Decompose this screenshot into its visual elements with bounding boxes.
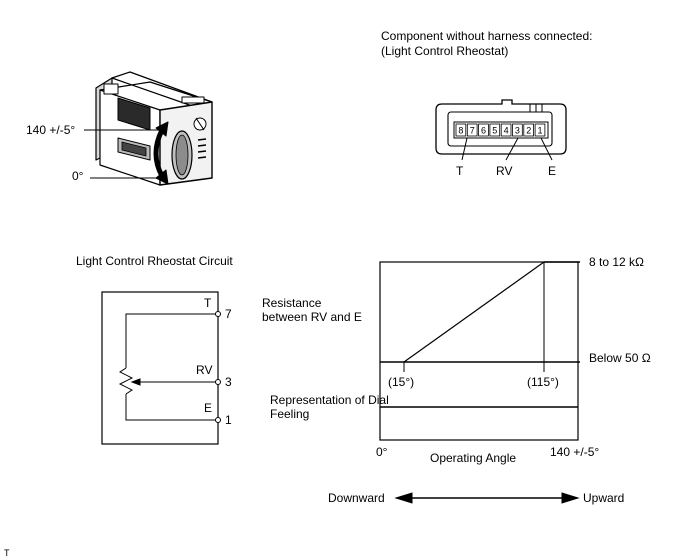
circuit-terminal-e: E [204, 401, 212, 415]
connector-pin-cell [512, 123, 523, 137]
x-axis-label: Operating Angle [430, 451, 516, 465]
low-value-label: Below 50 Ω [589, 351, 651, 365]
circuit-pin-rv: 3 [225, 375, 232, 389]
resistance-label-line2: between RV and E [262, 310, 362, 324]
connector-pin-cell [455, 123, 467, 137]
circuit-title: Light Control Rheostat Circuit [76, 254, 233, 268]
connector-title-line2: (Light Control Rheostat) [381, 44, 508, 58]
circuit-pin-t: 7 [225, 307, 232, 321]
connector-pin-number: 1 [537, 126, 542, 136]
terminal-label-t: T [456, 164, 464, 178]
rheostat-illustration [95, 71, 213, 186]
graph-area [379, 261, 580, 441]
connector-title-line1: Component without harness connected: [381, 29, 592, 43]
angle-15-label: (15°) [388, 375, 414, 389]
terminal-t-leader [461, 137, 468, 161]
corner-mark: T [4, 548, 10, 558]
terminal-label-rv: RV [496, 164, 512, 178]
terminal-label-e: E [548, 164, 556, 178]
angle-max-label: 140 +/-5° [26, 123, 75, 137]
connector-pin-cell [489, 123, 501, 137]
circuit-terminal-rv: RV [196, 363, 212, 377]
connector-pin-number: 8 [458, 126, 463, 136]
connector-pin-number: 3 [515, 126, 520, 136]
x-start-label: 0° [376, 445, 388, 459]
connector-pin-number: 5 [492, 126, 497, 136]
resistance-label-line1: Resistance [262, 296, 322, 310]
connector-pin-cell [466, 123, 478, 137]
circuit-pin-e: 1 [225, 413, 232, 427]
angle-115-label: (115°) [527, 375, 559, 389]
angle-zero-label: 0° [72, 169, 84, 183]
terminal-rv-leader [505, 137, 519, 161]
connector-pin-cell [500, 123, 512, 137]
x-end-label: 140 +/-5° [550, 445, 599, 459]
connector-pin-cell [478, 123, 489, 137]
direction-left-label: Downward [328, 491, 385, 505]
dial-label-line2: Feeling [270, 407, 309, 421]
high-value-label: 8 to 12 kΩ [589, 255, 644, 269]
dial-label-line1: Representation of Dial [270, 393, 389, 407]
circuit-diagram [101, 291, 221, 445]
connector-pin-cell [534, 123, 546, 137]
connector-pin-number: 4 [504, 126, 509, 136]
connector-pin-cell [523, 123, 534, 137]
connector-pin-number: 6 [481, 126, 486, 136]
direction-arrow [394, 492, 580, 504]
connector-pin-number: 7 [470, 126, 475, 136]
direction-right-label: Upward [583, 491, 624, 505]
resistance-ramp-line [403, 261, 545, 363]
terminal-e-leader [540, 137, 553, 161]
connector-pin-number: 2 [526, 126, 531, 136]
circuit-terminal-t: T [204, 296, 212, 310]
